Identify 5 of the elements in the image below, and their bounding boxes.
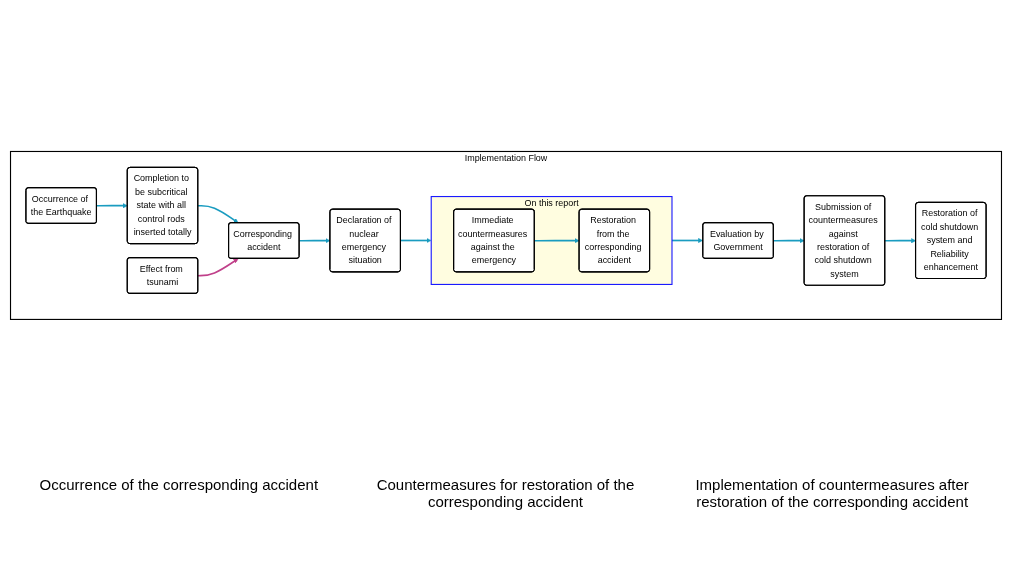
span-label: Countermeasures for restoration of the corresponding accident bbox=[375, 476, 636, 510]
span-label: Implementation of countermeasures after restoration of the corresponding accident bbox=[694, 476, 970, 510]
arrow bbox=[298, 237, 330, 243]
arrow bbox=[399, 237, 431, 243]
span-label: Occurrence of the corresponding accident bbox=[38, 476, 319, 495]
